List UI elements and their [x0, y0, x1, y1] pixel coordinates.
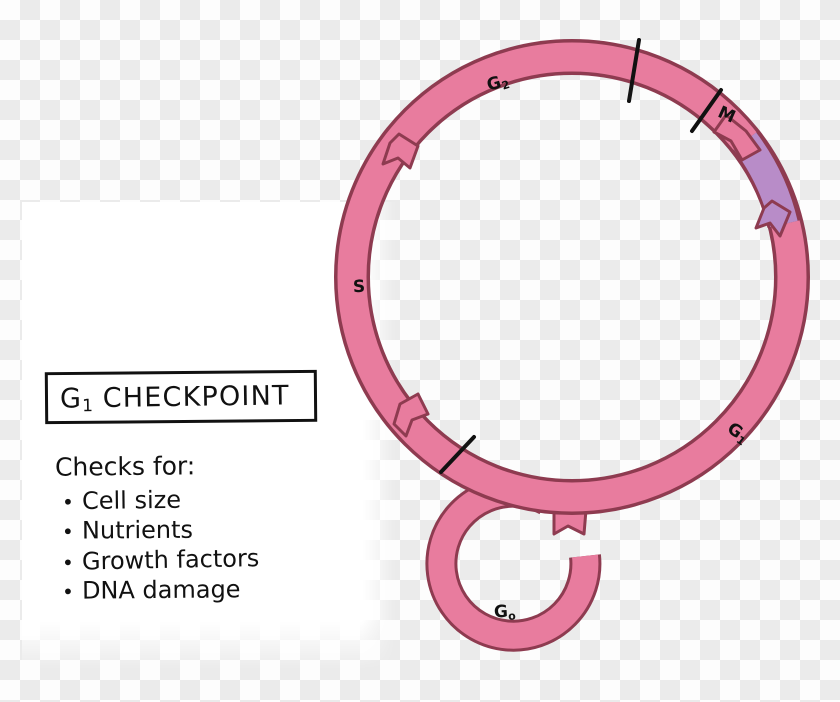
list-item: • DNA damage: [62, 575, 260, 607]
list-item-label: DNA damage: [81, 575, 241, 605]
arrow-g2-m-icon: [712, 113, 762, 162]
tick-g1-s-icon: [439, 435, 476, 474]
phase-label-g2: G2: [485, 70, 512, 96]
list-item-label: Cell size: [81, 485, 182, 515]
ring-fill-g1-s-g2[interactable]: [337, 42, 807, 512]
phase-label-g0: Go: [493, 601, 517, 623]
list-item: • Cell size: [62, 485, 260, 517]
arrow-m-g1-icon: [754, 199, 792, 238]
checkpoint-title: G1 CHECKPOINT: [59, 380, 290, 417]
main-cycle-ring: [334, 39, 810, 515]
list-item: •Growth factors: [62, 544, 260, 578]
tick-g2-m-icon: [627, 38, 641, 103]
list-item-label: Growth factors: [81, 544, 260, 576]
checks-for-heading: Checks for:: [54, 451, 196, 482]
phase-label-g0-subscript: o: [507, 609, 517, 623]
checkpoint-title-rest: CHECKPOINT: [92, 380, 290, 415]
list-item-label: Nutrients: [81, 515, 194, 545]
phase-label-m-text: M: [714, 102, 739, 128]
bullet-icon: •: [61, 490, 74, 515]
phase-boundary-ticks: [439, 38, 723, 474]
arrow-g1-s-icon: [392, 392, 430, 438]
bullet-icon: •: [61, 550, 75, 575]
checkpoint-title-main: G: [59, 383, 83, 415]
phase-label-m: M: [715, 102, 739, 127]
arrow-s-g2-icon: [381, 132, 420, 170]
list-item: • Nutrients: [62, 515, 260, 546]
checkpoint-criteria-list: •Cell size •Nutrients •Growth factors •D…: [62, 485, 260, 607]
phase-label-s-text: S: [352, 276, 366, 298]
bullet-icon: •: [61, 579, 74, 604]
tick-m-g1-icon: [690, 88, 723, 133]
phase-label-g1: G1: [723, 419, 752, 449]
note-panel-background: [22, 202, 396, 670]
phase-label-g0-text: G: [493, 601, 509, 623]
checkpoint-title-subscript: 1: [82, 396, 94, 417]
phase-label-s: S: [353, 277, 366, 297]
bullet-icon: •: [61, 519, 74, 544]
